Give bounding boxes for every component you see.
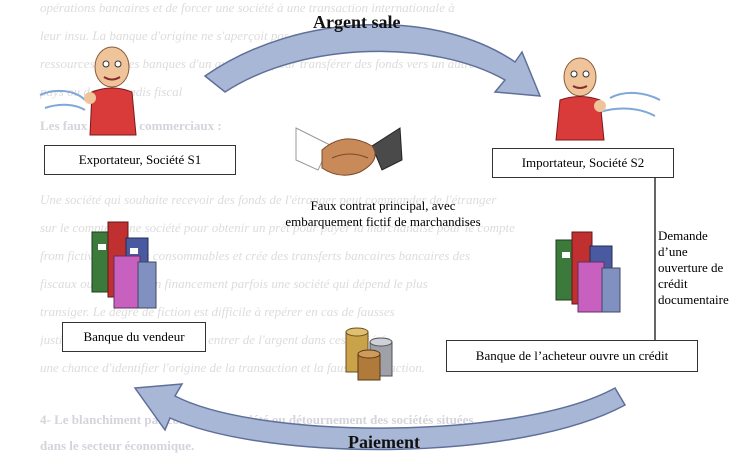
credit-request-line: d’une [658,244,688,259]
seller-bank-buildings-icon [91,221,157,309]
top-label: Argent sale [313,12,401,32]
buyer-bank-buildings-icon [555,231,621,313]
top-curved-arrow [203,23,542,97]
credit-request-note: Demande d’une ouverture de crédit docume… [658,228,740,308]
exporter-character-icon [39,46,137,136]
handshake-icon [295,127,403,176]
importer-character-icon [555,57,661,141]
credit-request-line: crédit [658,276,688,291]
bg-line: sur le compte d'une société pour obtenir… [40,220,515,235]
bg-line: Une société qui souhaite recevoir des fo… [40,192,497,207]
contract-text-line: embarquement fictif de marchandises [285,214,481,229]
credit-request-line: Demande [658,228,708,243]
credit-request-line: ouverture de [658,260,724,275]
importer-box: Importateur, Société S2 [492,148,674,178]
bg-heading: dans le secteur économique. [40,438,195,453]
contract-text: Faux contrat principal, avec embarquemen… [268,198,498,230]
buyer-bank-box: Banque de l’acheteur ouvre un crédit [446,340,698,372]
seller-bank-box: Banque du vendeur [62,322,206,352]
bottom-curved-arrow [133,383,627,451]
coins-stack-icon [345,327,393,381]
contract-text-line: Faux contrat principal, avec [310,198,456,213]
credit-request-line: documentaire [658,292,729,307]
bg-line: opérations bancaires et de forcer une so… [40,0,455,15]
exporter-box: Exportateur, Société S1 [44,145,236,175]
bg-line: une chance d'identifier l'origine de la … [40,360,426,375]
bottom-label: Paiement [348,432,420,452]
